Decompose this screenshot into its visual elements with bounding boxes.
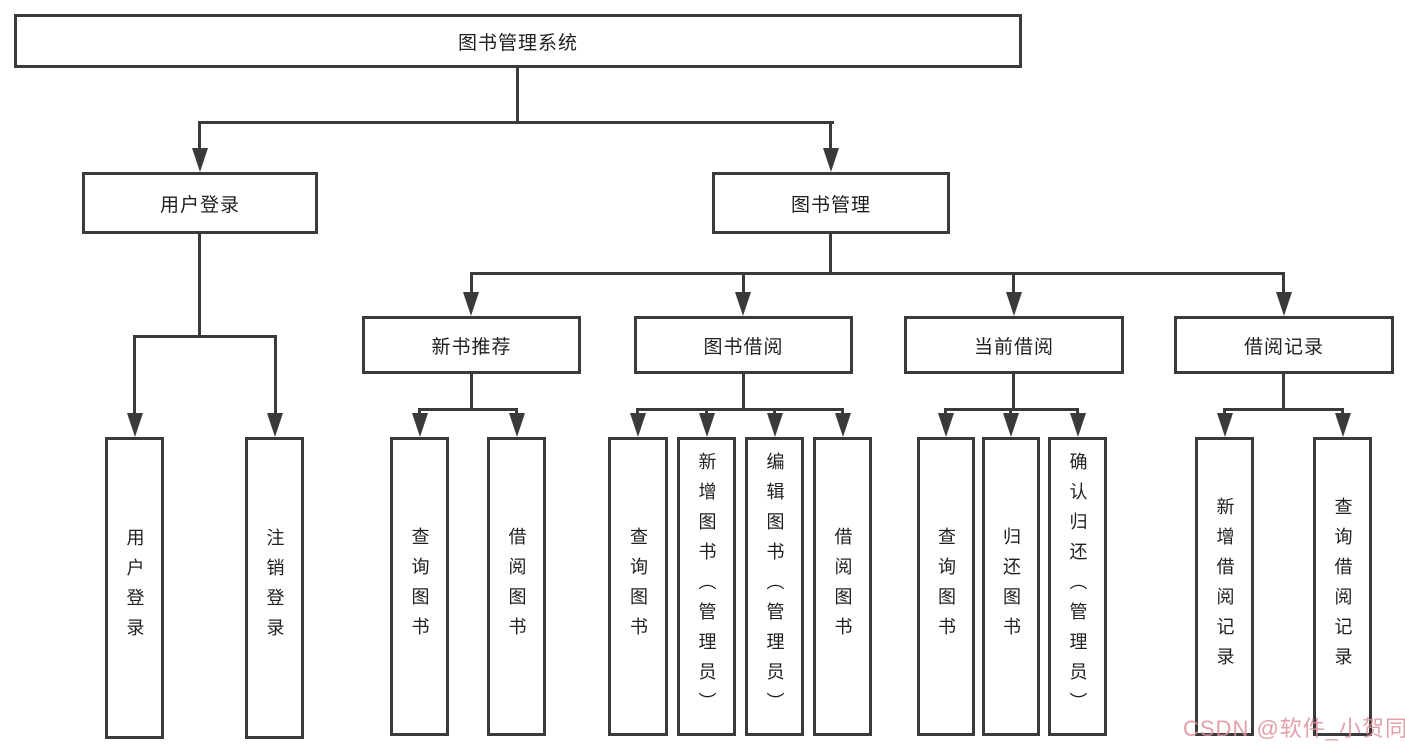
arrowhead-ul-1 xyxy=(127,413,143,437)
node-current-borrow-label: 当前借阅 xyxy=(973,336,1054,358)
leaf-bor-add-books-admin: 新增图书（管理员） xyxy=(677,437,736,736)
node-current-borrow: 当前借阅 xyxy=(904,316,1124,374)
connector-drop-book-mgmt xyxy=(829,121,832,153)
leaf-user-login: 用户登录 xyxy=(105,437,164,739)
leaf-rec-query-books-label: 查询图书 xyxy=(409,526,430,647)
arrowhead-cur-1 xyxy=(938,413,954,437)
leaf-rec-borrow-books: 借阅图书 xyxy=(487,437,546,736)
leaf-cur-confirm-return-admin-label: 确认归还（管理员） xyxy=(1067,451,1088,722)
connector-drop-current xyxy=(1012,272,1015,298)
connector-cur-stem xyxy=(1012,374,1015,411)
connector-root-rail xyxy=(198,121,834,124)
connector-drop-ul-1 xyxy=(133,335,136,419)
node-user-login: 用户登录 xyxy=(82,172,318,234)
connector-drop-ul-2 xyxy=(274,335,277,419)
leaf-bor-add-books-admin-label: 新增图书（管理员） xyxy=(696,451,717,722)
node-book-management-label: 图书管理 xyxy=(790,194,871,216)
arrowhead-records xyxy=(1276,292,1292,316)
leaf-cur-query-books: 查询图书 xyxy=(917,437,975,736)
node-book-borrow-label: 图书借阅 xyxy=(703,336,784,358)
arrowhead-recommend xyxy=(463,292,479,316)
arrowhead-bor-3 xyxy=(767,413,783,437)
node-borrow-records-label: 借阅记录 xyxy=(1243,336,1324,358)
arrowhead-recs-2 xyxy=(1335,413,1351,437)
leaf-logout-label: 注销登录 xyxy=(264,528,285,648)
node-borrow-records: 借阅记录 xyxy=(1174,316,1394,374)
arrowhead-current xyxy=(1006,292,1022,316)
connector-bm-rail xyxy=(471,272,1285,275)
arrowhead-book-mgmt xyxy=(823,148,839,172)
leaf-recs-add-record-label: 新增借阅记录 xyxy=(1214,496,1235,677)
connector-drop-user-login xyxy=(198,121,201,153)
node-root-label: 图书管理系统 xyxy=(457,32,578,54)
arrowhead-cur-3 xyxy=(1070,413,1086,437)
arrowhead-bor-4 xyxy=(835,413,851,437)
node-new-book-recommend-label: 新书推荐 xyxy=(431,336,512,358)
node-root: 图书管理系统 xyxy=(14,14,1022,68)
leaf-recs-add-record: 新增借阅记录 xyxy=(1195,437,1254,736)
arrowhead-user-login xyxy=(192,148,208,172)
arrowhead-rec-1 xyxy=(412,413,428,437)
leaf-recs-query-record-label: 查询借阅记录 xyxy=(1332,496,1353,677)
connector-bm-stem xyxy=(829,234,832,275)
leaf-bor-edit-books-admin-label: 编辑图书（管理员） xyxy=(764,451,785,722)
leaf-bor-borrow-books: 借阅图书 xyxy=(813,437,872,736)
connector-drop-records xyxy=(1282,272,1285,298)
leaf-logout: 注销登录 xyxy=(245,437,304,739)
arrowhead-recs-1 xyxy=(1217,413,1233,437)
connector-recs-stem xyxy=(1282,374,1285,411)
arrowhead-bor-1 xyxy=(630,413,646,437)
leaf-cur-return-books-label: 归还图书 xyxy=(1001,526,1021,647)
connector-rec-stem xyxy=(470,374,473,411)
leaf-rec-query-books: 查询图书 xyxy=(390,437,449,736)
leaf-rec-borrow-books-label: 借阅图书 xyxy=(506,526,527,647)
connector-drop-recommend xyxy=(470,272,473,298)
connector-ul-stem xyxy=(198,234,201,338)
leaf-cur-confirm-return-admin: 确认归还（管理员） xyxy=(1048,437,1107,736)
node-user-login-label: 用户登录 xyxy=(159,194,240,216)
node-book-borrow: 图书借阅 xyxy=(634,316,853,374)
connector-bor-stem xyxy=(742,374,745,411)
leaf-bor-edit-books-admin: 编辑图书（管理员） xyxy=(745,437,804,736)
arrowhead-rec-2 xyxy=(509,413,525,437)
leaf-recs-query-record: 查询借阅记录 xyxy=(1313,437,1372,736)
connector-bor-rail xyxy=(636,408,844,411)
arrowhead-cur-2 xyxy=(1003,413,1019,437)
arrowhead-borrow xyxy=(735,292,751,316)
arrowhead-bor-2 xyxy=(699,413,715,437)
leaf-cur-query-books-label: 查询图书 xyxy=(936,526,956,647)
leaf-bor-query-books: 查询图书 xyxy=(608,437,668,736)
connector-ul-rail xyxy=(133,335,277,338)
arrowhead-ul-2 xyxy=(267,413,283,437)
connector-rec-rail xyxy=(418,408,518,411)
connector-recs-rail xyxy=(1223,408,1344,411)
leaf-cur-return-books: 归还图书 xyxy=(982,437,1040,736)
node-book-management: 图书管理 xyxy=(712,172,950,234)
connector-drop-borrow xyxy=(742,272,745,298)
leaf-bor-query-books-label: 查询图书 xyxy=(628,526,648,647)
leaf-bor-borrow-books-label: 借阅图书 xyxy=(832,526,853,647)
leaf-user-login-label: 用户登录 xyxy=(124,528,145,648)
csdn-watermark: CSDN @软件_小贺同学 xyxy=(1183,716,1405,741)
connector-root-stem xyxy=(516,68,519,124)
node-new-book-recommend: 新书推荐 xyxy=(362,316,581,374)
